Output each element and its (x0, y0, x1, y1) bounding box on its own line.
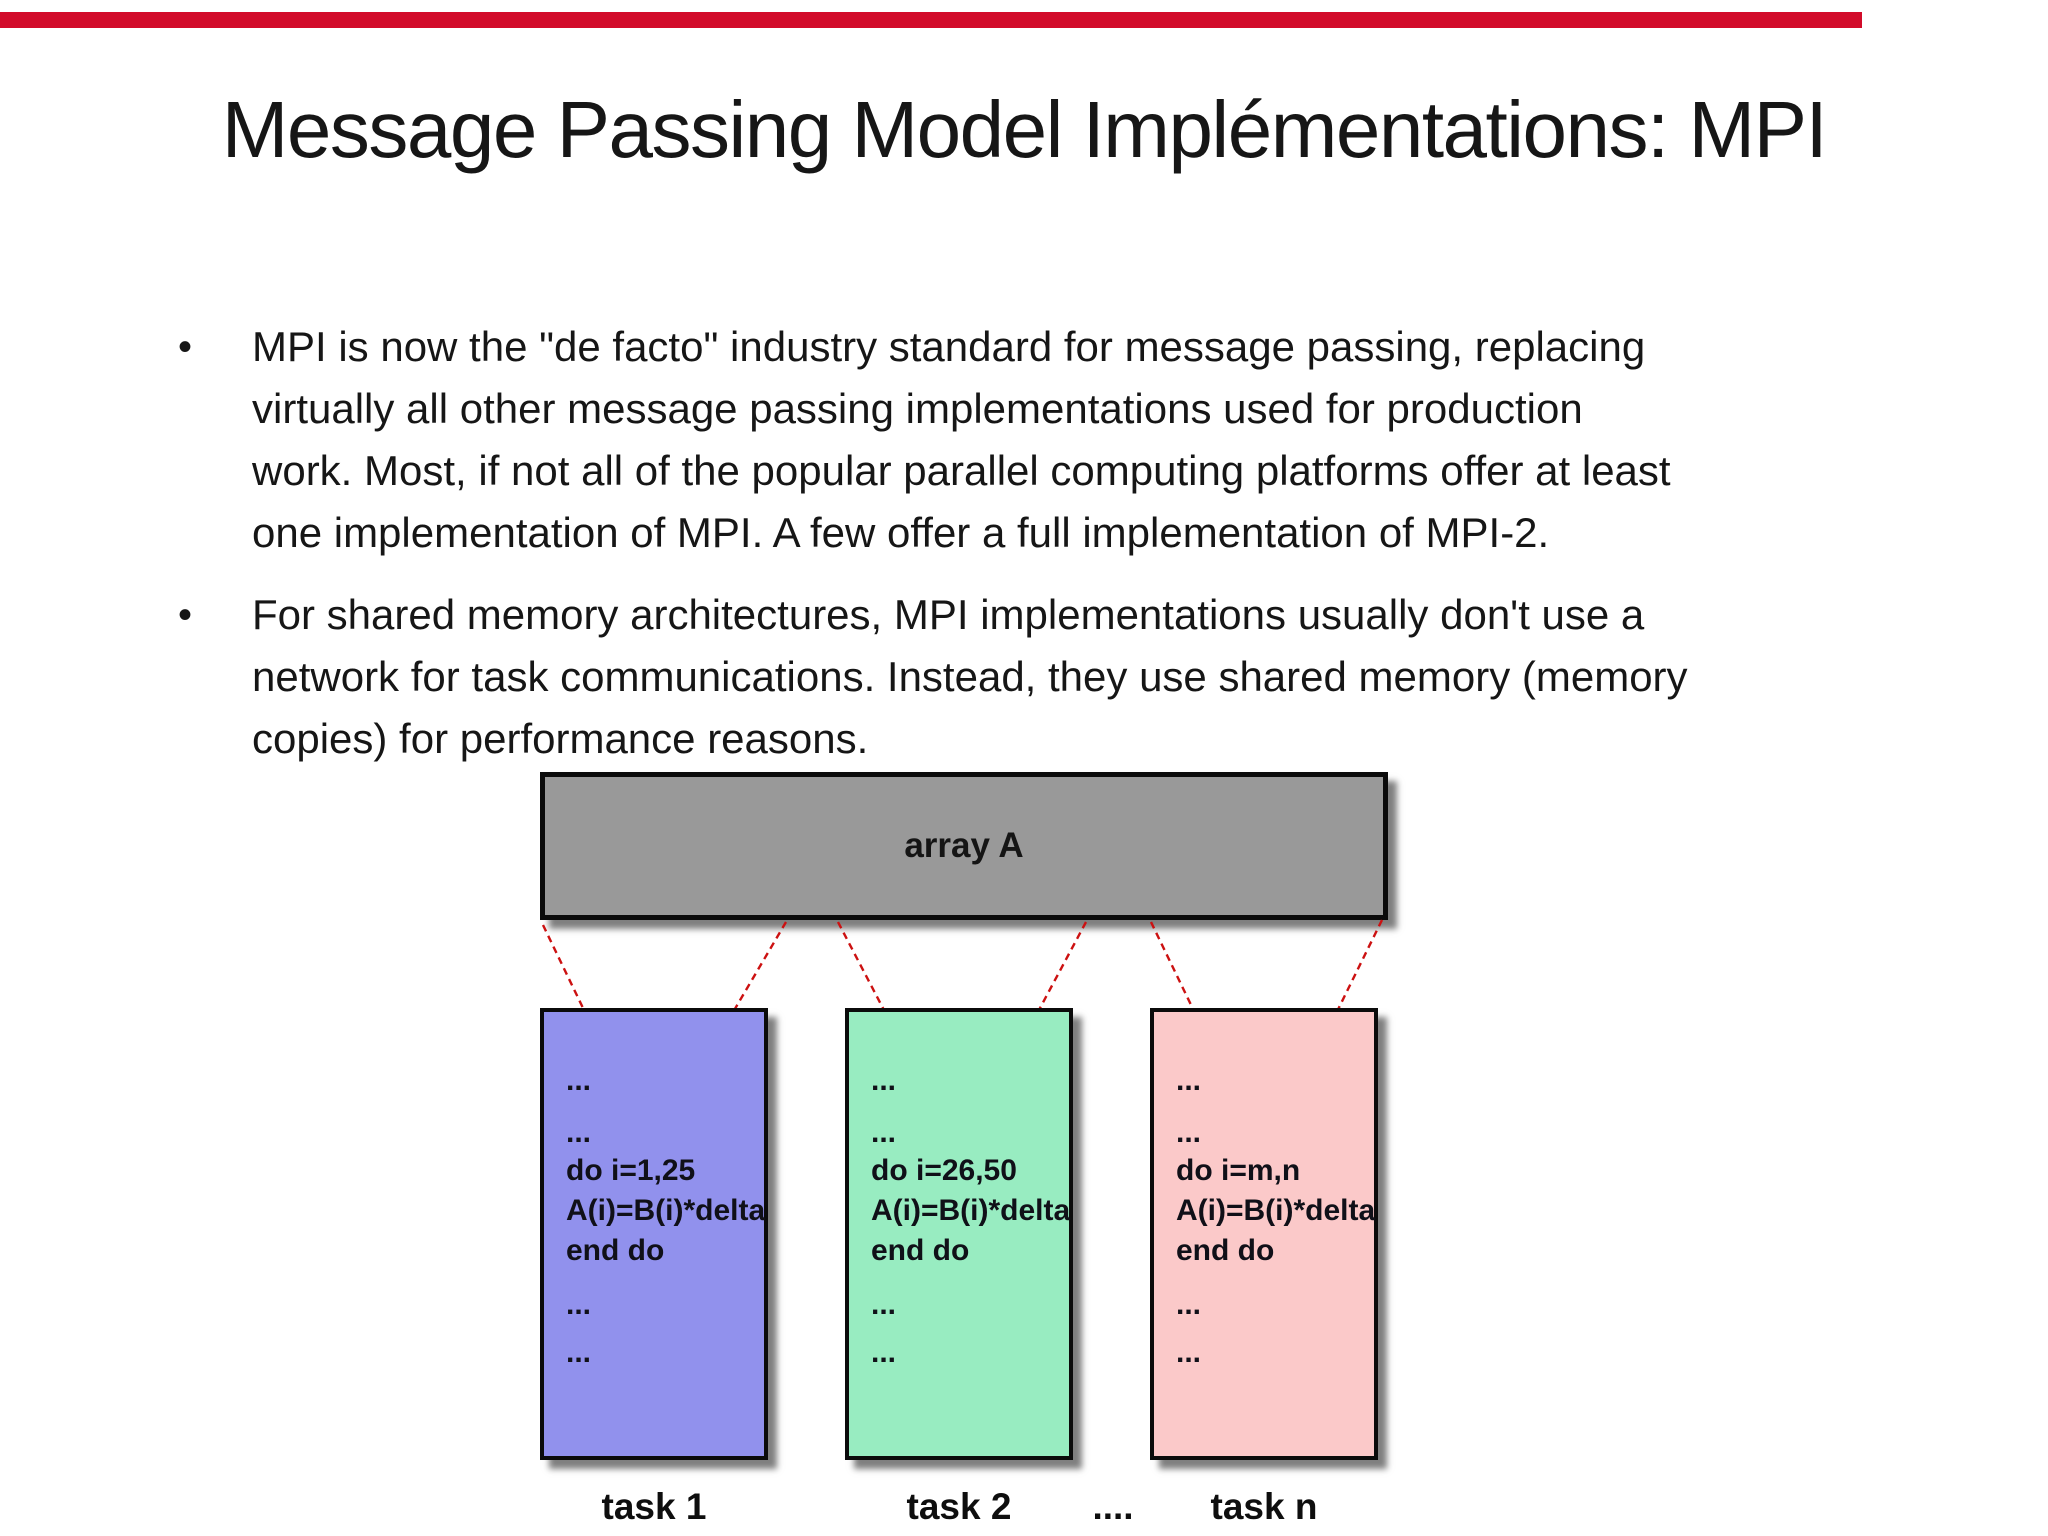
bullet-text: For shared memory architectures, MPI imp… (252, 591, 1688, 762)
code-line: ... (871, 1116, 897, 1149)
task-n-label: task n (1210, 1486, 1318, 1527)
code-line: ... (1176, 1336, 1202, 1369)
code-line: A(i)=B(i)*delta (871, 1194, 1071, 1227)
code-line: ... (1176, 1064, 1202, 1097)
code-line: A(i)=B(i)*delta (566, 1194, 766, 1227)
code-line: A(i)=B(i)*delta (1176, 1194, 1376, 1227)
bullet-list: • MPI is now the "de facto" industry sta… (178, 316, 1978, 790)
code-line: ... (871, 1336, 897, 1369)
progress-bar (0, 12, 1862, 28)
code-line: ... (566, 1116, 592, 1149)
bullet-marker: • (178, 593, 193, 637)
code-line: end do (871, 1234, 970, 1267)
bullet-text: MPI is now the "de facto" industry stand… (252, 323, 1671, 556)
code-line: ... (871, 1288, 897, 1321)
task-2-box: ... ... do i=26,50 A(i)=B(i)*delta end d… (845, 1008, 1073, 1460)
bullet-item: • For shared memory architectures, MPI i… (178, 584, 1978, 770)
task-2-label: task 2 (906, 1486, 1012, 1527)
code-line: do i=26,50 (871, 1154, 1017, 1187)
code-line: do i=m,n (1176, 1154, 1301, 1187)
bullet-item: • MPI is now the "de facto" industry sta… (178, 316, 1978, 564)
task-n-code: ... ... do i=m,n A(i)=B(i)*delta end do … (1154, 1012, 1376, 1372)
code-line: ... (871, 1064, 897, 1097)
array-a-box: array A (540, 772, 1388, 920)
task-2-code: ... ... do i=26,50 A(i)=B(i)*delta end d… (849, 1012, 1071, 1372)
code-line: ... (1176, 1116, 1202, 1149)
code-line: end do (1176, 1234, 1275, 1267)
page-title: Message Passing Model Implémentations: M… (221, 85, 1828, 174)
bullet-marker: • (178, 325, 193, 369)
code-line: end do (566, 1234, 665, 1267)
task-1-label: task 1 (601, 1486, 707, 1527)
code-line: do i=1,25 (566, 1154, 696, 1187)
code-line: ... (1176, 1288, 1202, 1321)
task-n-box: ... ... do i=m,n A(i)=B(i)*delta end do … (1150, 1008, 1378, 1460)
task-1-box: ... ... do i=1,25 A(i)=B(i)*delta end do… (540, 1008, 768, 1460)
tasks-ellipsis: .... (1092, 1486, 1134, 1527)
code-line: ... (566, 1336, 592, 1369)
task-1-code: ... ... do i=1,25 A(i)=B(i)*delta end do… (544, 1012, 766, 1372)
array-a-label: array A (904, 826, 1024, 865)
code-line: ... (566, 1064, 592, 1097)
code-line: ... (566, 1288, 592, 1321)
